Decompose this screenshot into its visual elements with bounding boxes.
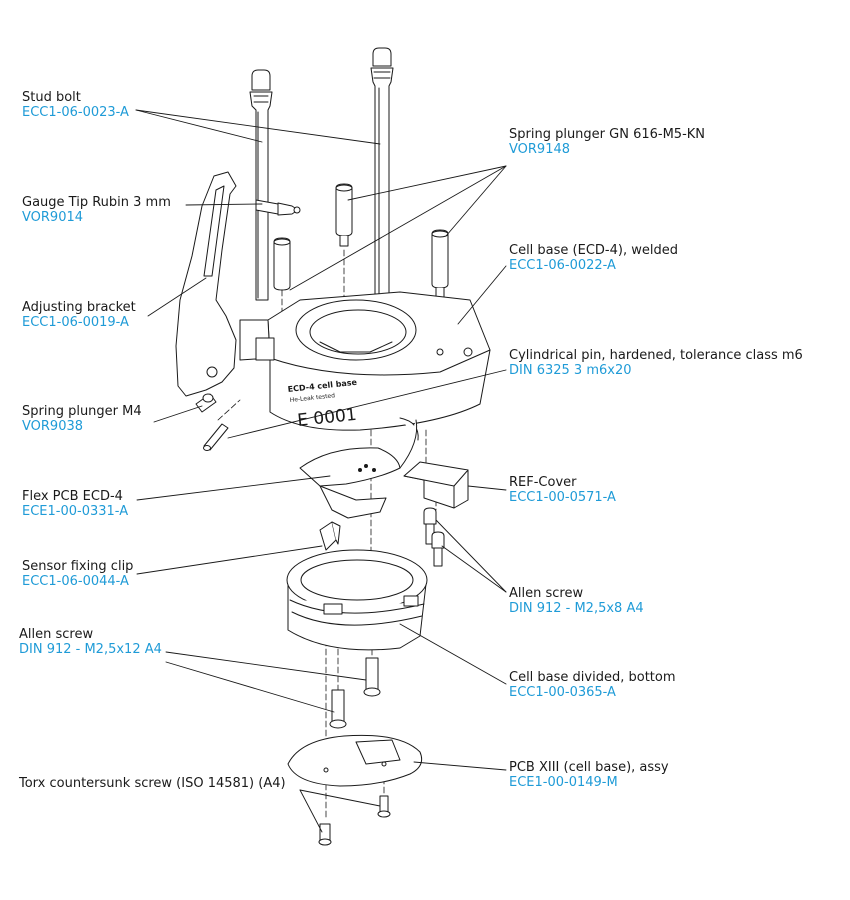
spring-plunger-gn-1	[335, 183, 353, 247]
stud-bolt-right	[370, 47, 394, 299]
label-flex-pcb-name: Flex PCB ECD-4	[22, 489, 123, 504]
label-cell-base-bottom: Cell base divided, bottom ECC1-00-0365-A	[509, 670, 676, 700]
label-cell-base-welded-code: ECC1-06-0022-A	[509, 258, 616, 273]
label-sensor-clip-name: Sensor fixing clip	[22, 559, 134, 574]
sensor-fixing-clip	[319, 521, 341, 551]
flex-pcb	[299, 419, 418, 519]
cell-base-bottom	[286, 549, 428, 651]
label-pcb-xiii-code: ECE1-00-0149-M	[509, 775, 618, 790]
label-sensor-clip-code: ECC1-06-0044-A	[22, 574, 129, 589]
spring-plunger-m4	[195, 393, 217, 413]
label-stud-bolt-name: Stud bolt	[22, 90, 81, 105]
label-spring-plunger-gn: Spring plunger GN 616-M5-KN VOR9148	[509, 127, 705, 157]
label-ref-cover-name: REF-Cover	[509, 475, 577, 490]
allen-screws-left	[329, 657, 381, 729]
label-cell-base-welded-name: Cell base (ECD-4), welded	[509, 243, 678, 258]
label-spring-plunger-m4-name: Spring plunger M4	[22, 404, 142, 419]
label-allen-screw-right-code: DIN 912 - M2,5x8 A4	[509, 601, 644, 616]
label-cell-base-bottom-code: ECC1-00-0365-A	[509, 685, 616, 700]
label-flex-pcb: Flex PCB ECD-4 ECE1-00-0331-A	[22, 489, 128, 519]
torx-screws	[318, 795, 391, 846]
ref-cover	[403, 461, 469, 509]
label-pcb-xiii-name: PCB XIII (cell base), assy	[509, 760, 669, 775]
label-adjusting-bracket-name: Adjusting bracket	[22, 300, 136, 315]
label-flex-pcb-code: ECE1-00-0331-A	[22, 504, 129, 519]
label-allen-screw-left-code: DIN 912 - M2,5x12 A4	[19, 642, 162, 657]
part-marking-subtitle: He-Leak tested	[289, 392, 335, 404]
label-sensor-clip: Sensor fixing clip ECC1-06-0044-A	[22, 559, 133, 589]
label-ref-cover: REF-Cover ECC1-00-0571-A	[509, 475, 616, 505]
label-ref-cover-code: ECC1-00-0571-A	[509, 490, 616, 505]
label-spring-plunger-m4: Spring plunger M4 VOR9038	[22, 404, 142, 434]
label-torx-screw-name: Torx countersunk screw (ISO 14581) (A4)	[19, 776, 286, 791]
stud-bolt-left	[249, 69, 273, 301]
label-cylindrical-pin-code: DIN 6325 3 m6x20	[509, 363, 632, 378]
label-spring-plunger-gn-name: Spring plunger GN 616-M5-KN	[509, 127, 706, 142]
label-allen-screw-right: Allen screw DIN 912 - M2,5x8 A4	[509, 586, 644, 616]
cell-base-welded	[239, 291, 491, 441]
label-gauge-tip: Gauge Tip Rubin 3 mm VOR9014	[22, 195, 171, 225]
spring-plunger-gn-2	[431, 229, 449, 299]
label-cylindrical-pin-name: Cylindrical pin, hardened, tolerance cla…	[509, 348, 803, 363]
label-stud-bolt: Stud bolt ECC1-06-0023-A	[22, 90, 129, 120]
label-torx-screw: Torx countersunk screw (ISO 14581) (A4)	[19, 776, 286, 791]
label-spring-plunger-gn-code: VOR9148	[509, 142, 571, 157]
label-pcb-xiii: PCB XIII (cell base), assy ECE1-00-0149-…	[509, 760, 669, 790]
label-spring-plunger-m4-code: VOR9038	[22, 419, 84, 434]
label-stud-bolt-code: ECC1-06-0023-A	[22, 105, 129, 120]
label-adjusting-bracket-code: ECC1-06-0019-A	[22, 315, 129, 330]
label-gauge-tip-name: Gauge Tip Rubin 3 mm	[22, 195, 171, 210]
adjusting-bracket	[175, 171, 237, 397]
pcb-xiii	[287, 734, 423, 787]
label-gauge-tip-code: VOR9014	[22, 210, 84, 225]
allen-screws-right	[423, 507, 445, 567]
gauge-tip	[255, 199, 301, 216]
label-cell-base-welded: Cell base (ECD-4), welded ECC1-06-0022-A	[509, 243, 678, 273]
label-allen-screw-left: Allen screw DIN 912 - M2,5x12 A4	[19, 627, 162, 657]
label-allen-screw-left-name: Allen screw	[19, 627, 94, 642]
label-cell-base-bottom-name: Cell base divided, bottom	[509, 670, 676, 685]
label-cylindrical-pin: Cylindrical pin, hardened, tolerance cla…	[509, 348, 803, 378]
label-adjusting-bracket: Adjusting bracket ECC1-06-0019-A	[22, 300, 136, 330]
leader-lines	[135, 109, 507, 833]
label-allen-screw-right-name: Allen screw	[509, 586, 584, 601]
spring-plunger-gn-3	[273, 237, 291, 291]
cylindrical-pin	[203, 423, 229, 451]
